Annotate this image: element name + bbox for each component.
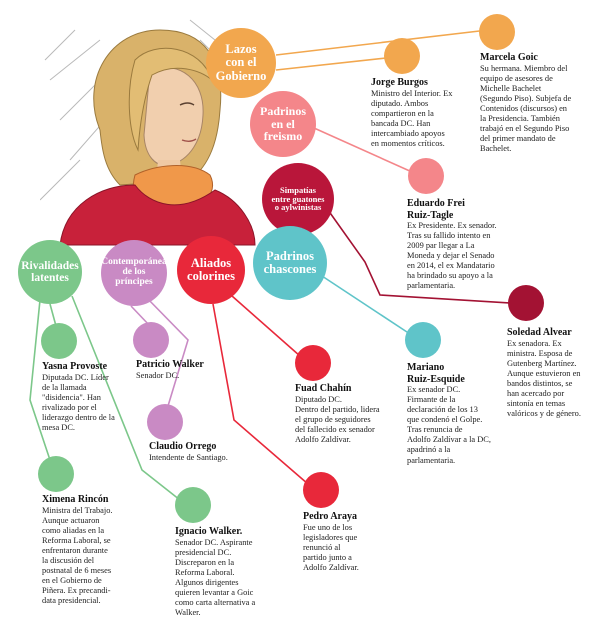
- person-name: Ignacio Walker.: [175, 526, 243, 537]
- dot-ignacio-walker: [175, 487, 211, 523]
- dot-patricio-walker: [133, 322, 169, 358]
- person-name: Mariano Ruiz-Esquide: [407, 362, 465, 385]
- person-claudio-orrego: Claudio Orrego Intendente de Santiago.: [149, 441, 259, 463]
- person-description: Fue uno de los legisladores que renunció…: [303, 522, 359, 572]
- dot-yasna-provoste: [41, 323, 77, 359]
- person-description: Senador DC.: [136, 370, 180, 380]
- link-aliados-araya: [212, 303, 309, 485]
- category-contemporanea: Contemporánea de los príncipes: [101, 240, 167, 306]
- link-rival-rincon: [29, 299, 51, 461]
- dot-ximena-rincon: [38, 456, 74, 492]
- category-rivalidades-latentes: Rivalidades latentes: [18, 240, 82, 304]
- person-name: Marcela Goic: [480, 52, 538, 63]
- person-jorge-burgos: Jorge Burgos Ministro del Interior. Ex d…: [371, 77, 476, 149]
- link-rival-provoste: [49, 303, 57, 327]
- category-simpatias: Simpatías entre guatones o aylwinistas: [262, 163, 334, 235]
- person-description: Ex senador DC. Firmante de la declaració…: [407, 385, 491, 465]
- person-mariano-ruiz-esquide: Mariano Ruiz-Esquide Ex senador DC. Firm…: [407, 362, 505, 466]
- link-freismo-frei: [313, 127, 413, 173]
- person-name: Claudio Orrego: [149, 441, 217, 452]
- person-name: Patricio Walker: [136, 359, 204, 370]
- dot-mariano-ruiz-esquide: [405, 322, 441, 358]
- person-description: Ex senadora. Ex ministra. Esposa de Gute…: [507, 338, 581, 419]
- person-ignacio-walker: Ignacio Walker. Senador DC. Aspirante pr…: [175, 526, 275, 618]
- person-description: Diputada DC. Líder de la llamada "diside…: [42, 372, 115, 432]
- portrait-illustration: [40, 19, 256, 246]
- person-name: Jorge Burgos: [371, 77, 428, 88]
- dot-soledad-alvear: [508, 285, 544, 321]
- person-pedro-araya: Pedro Araya Fue uno de los legisladores …: [303, 511, 393, 573]
- person-name: Ximena Rincón: [42, 494, 109, 505]
- person-name: Eduardo Frei Ruiz-Tagle: [407, 198, 465, 221]
- category-lazos-con-el-gobierno: Lazos con el Gobierno: [206, 28, 276, 98]
- dot-pedro-araya: [303, 472, 339, 508]
- person-name: Fuad Chahín: [295, 383, 352, 394]
- link-chascones-mariano: [321, 275, 411, 335]
- category-padrinos-chascones: Padrinos chascones: [253, 226, 327, 300]
- person-yasna-provoste: Yasna Provoste Diputada DC. Líder de la …: [42, 361, 132, 433]
- person-name: Pedro Araya: [303, 511, 357, 522]
- category-padrinos-en-el-freismo: Padrinos en el freismo: [250, 91, 316, 157]
- person-eduardo-frei: Eduardo Frei Ruiz-Tagle Ex Presidente. E…: [407, 198, 519, 292]
- person-soledad-alvear: Soledad Alvear Ex senadora. Ex ministra.…: [507, 327, 599, 419]
- person-description: Senador DC. Aspirante presidencial DC. D…: [175, 537, 256, 618]
- person-description: Ex Presidente. Ex senador. Tras su falli…: [407, 221, 497, 291]
- dot-marcela-goic: [479, 14, 515, 50]
- person-description: Su hermana. Miembro del equipo de asesor…: [480, 63, 572, 154]
- category-aliados-colorines: Aliados colorines: [177, 236, 245, 304]
- person-description: Ministro del Interior. Ex diputado. Ambo…: [371, 88, 453, 148]
- link-contemp-orrego: [144, 295, 189, 407]
- person-name: Yasna Provoste: [42, 361, 108, 372]
- link-rival-iwalker: [71, 295, 181, 501]
- person-patricio-walker: Patricio Walker Senador DC.: [136, 359, 231, 381]
- person-marcela-goic: Marcela Goic Su hermana. Miembro del equ…: [480, 52, 598, 154]
- dot-jorge-burgos: [384, 38, 420, 74]
- person-description: Ministra del Trabajo. Aunque actuaron co…: [42, 505, 113, 606]
- person-description: Intendente de Santiago.: [149, 452, 228, 462]
- link-lazos-burgos: [275, 57, 387, 71]
- person-fuad-chahin: Fuad Chahín Diputado DC. Dentro del part…: [295, 383, 403, 445]
- link-lazos-marcela: [275, 29, 489, 56]
- dot-fuad-chahin: [295, 345, 331, 381]
- dot-claudio-orrego: [147, 404, 183, 440]
- link-aliados-chahin: [231, 295, 301, 357]
- link-simpatias-alvear: [327, 209, 511, 304]
- dot-eduardo-frei: [408, 158, 444, 194]
- person-ximena-rincon: Ximena Rincón Ministra del Trabajo. Aunq…: [42, 494, 134, 606]
- person-name: Soledad Alvear: [507, 327, 572, 338]
- person-description: Diputado DC. Dentro del partido, lidera …: [295, 394, 380, 444]
